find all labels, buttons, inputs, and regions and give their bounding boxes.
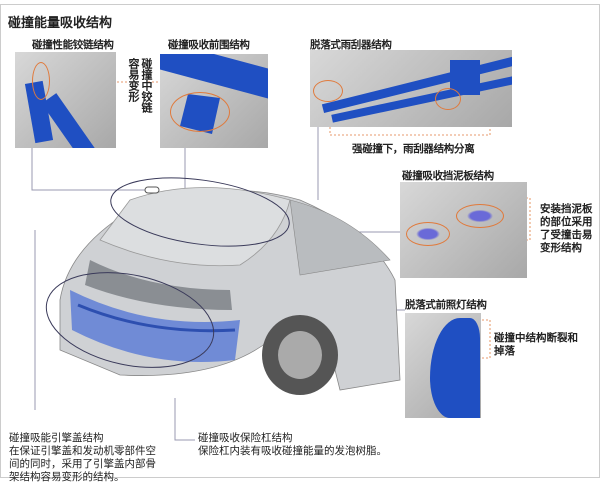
hood-heading: 碰撞吸能引擎盖结构 bbox=[9, 432, 104, 444]
hinge-label: 碰撞性能铰链结构 bbox=[32, 39, 114, 51]
bumper-callout: 碰撞吸收保险杠结构 保险杠内装有吸收碰撞能量的发泡树脂。 bbox=[198, 432, 398, 458]
page-title: 碰撞能量吸收结构 bbox=[8, 16, 113, 31]
headlamp-image bbox=[405, 313, 481, 418]
wiper-note: 强碰撞下，雨刮器结构分离 bbox=[352, 143, 475, 155]
cowl-image bbox=[160, 54, 268, 148]
fender-label: 碰撞吸收挡泥板结构 bbox=[402, 170, 494, 182]
hinge-note: 碰撞中铰链容易变形 bbox=[127, 58, 153, 113]
fender-image bbox=[400, 182, 527, 278]
wiper-label: 脱落式雨刮器结构 bbox=[310, 39, 392, 51]
headlamp-note: 碰撞中结构断裂和掉落 bbox=[494, 332, 578, 357]
cowl-label: 碰撞吸收前围结构 bbox=[168, 39, 250, 51]
bumper-heading: 碰撞吸收保险杠结构 bbox=[198, 432, 293, 444]
frame bbox=[0, 4, 600, 478]
headlamp-label: 脱落式前照灯结构 bbox=[405, 299, 487, 311]
hood-callout: 碰撞吸能引擎盖结构 在保证引擎盖和发动机零部件空间的同时，采用了引擎盖内部骨架结… bbox=[9, 432, 159, 484]
bumper-body: 保险杠内装有吸收碰撞能量的发泡树脂。 bbox=[198, 445, 387, 457]
hood-body: 在保证引擎盖和发动机零部件空间的同时，采用了引擎盖内部骨架结构容易变形的结构。 bbox=[9, 445, 156, 483]
wiper-image bbox=[310, 50, 512, 127]
fender-note: 安装挡泥板的部位采用了受撞击易变形结构 bbox=[540, 203, 593, 254]
hinge-image bbox=[15, 52, 116, 148]
